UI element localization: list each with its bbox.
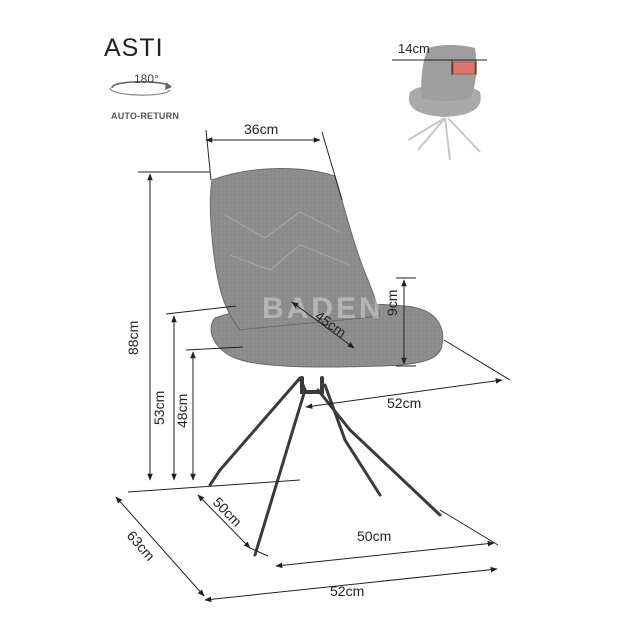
dim-back-handle-width: 14cm <box>398 41 430 56</box>
rotation-degree: 180° <box>134 72 159 86</box>
dim-total-depth: 63cm <box>124 527 159 563</box>
dim-total-height: 88cm <box>125 321 141 355</box>
dim-base-width: 50cm <box>357 528 391 544</box>
dim-seat-width: 52cm <box>387 395 421 411</box>
dim-cushion-thickness: 9cm <box>384 290 400 316</box>
main-chair <box>208 168 444 557</box>
dim-backrest-width: 36cm <box>244 121 278 137</box>
rotation-label: AUTO-RETURN <box>111 111 180 121</box>
product-title: ASTI <box>104 34 164 62</box>
rear-view-chair: 14cm <box>392 41 487 161</box>
dim-armrest-height: 53cm <box>151 391 167 425</box>
back-handle <box>452 61 476 75</box>
rotation-icon <box>109 80 172 96</box>
dimension-lines <box>115 129 511 603</box>
dim-total-width: 52cm <box>330 583 364 599</box>
dim-seat-height: 48cm <box>174 394 190 428</box>
